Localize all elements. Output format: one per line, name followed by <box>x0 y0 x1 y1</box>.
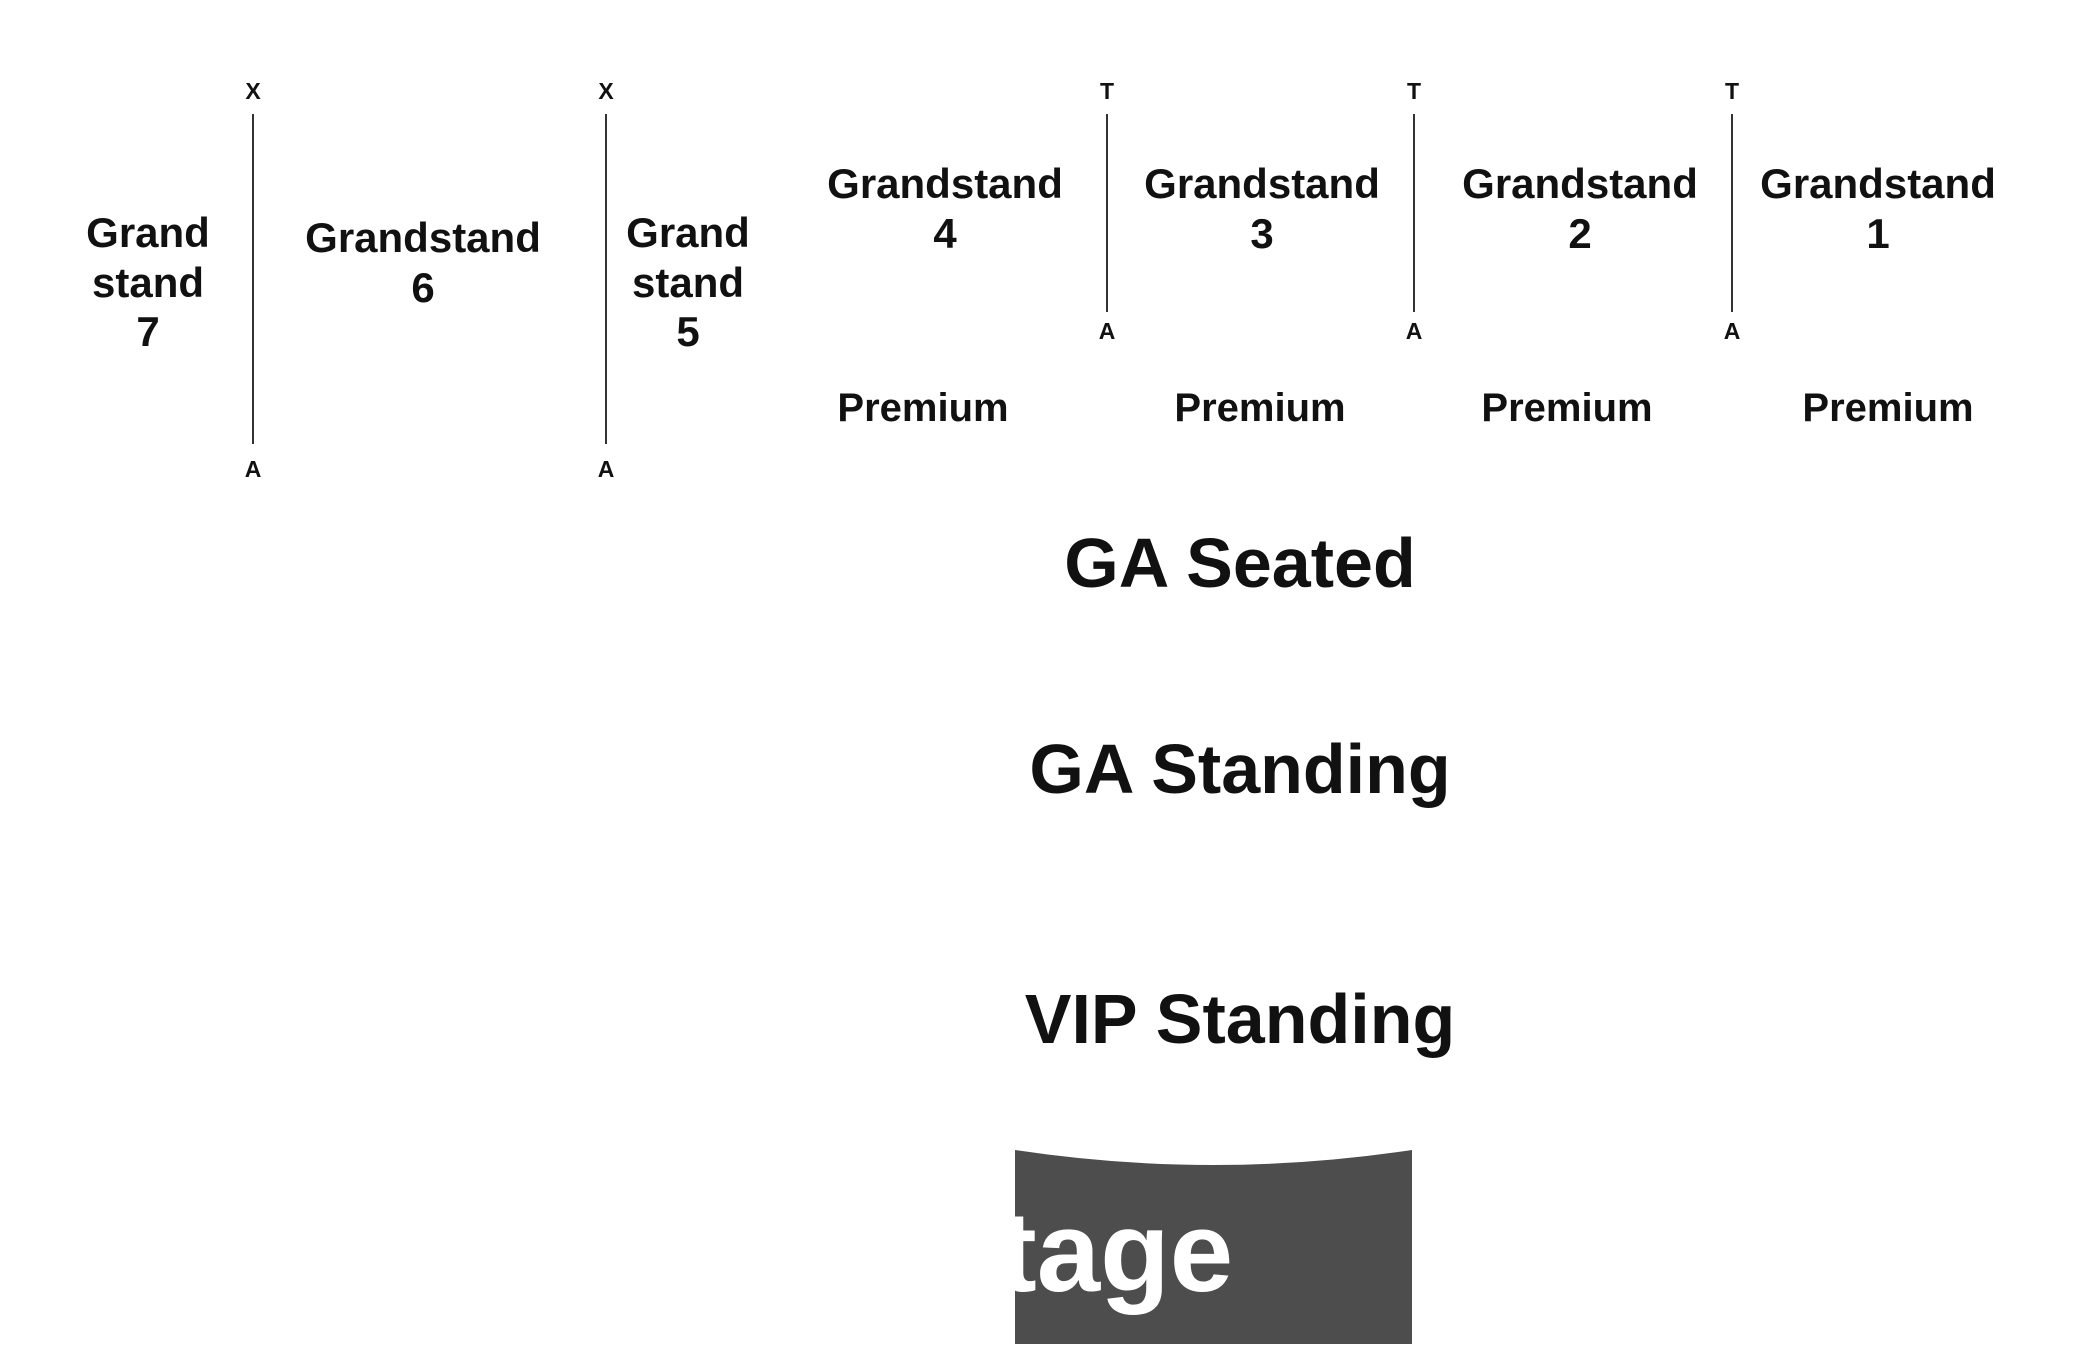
row-marker-bottom: A <box>1098 318 1116 344</box>
section-number: 3 <box>1250 209 1274 257</box>
section-divider <box>1106 114 1108 312</box>
section-label-line: Grand <box>86 209 210 256</box>
section-label-line: Grandstand <box>1462 160 1698 207</box>
section-ga-seated[interactable]: GA Seated <box>1064 524 1416 602</box>
section-label-line: Grand <box>626 209 750 256</box>
section-number: 1 <box>1866 209 1890 257</box>
row-marker-top: T <box>1406 78 1422 104</box>
section-number: 7 <box>136 308 160 356</box>
section-label-line: Grandstand <box>827 160 1063 207</box>
section-number: 2 <box>1568 209 1592 257</box>
section-divider <box>1413 114 1415 312</box>
section-ga-standing[interactable]: GA Standing <box>1029 730 1451 808</box>
section-vip-standing[interactable]: VIP Standing <box>1024 980 1456 1058</box>
section-divider <box>605 114 607 444</box>
row-marker-top: X <box>245 78 261 104</box>
section-label-line: Grandstand <box>305 214 541 261</box>
section-label-line: stand <box>91 258 204 306</box>
section-label-line: stand <box>631 258 744 306</box>
section-grandstand-4[interactable]: Grandstand 4 <box>827 159 1063 258</box>
section-premium-2[interactable]: Premium <box>1481 386 1653 430</box>
section-premium-3[interactable]: Premium <box>1174 386 1346 430</box>
section-grandstand-3[interactable]: Grandstand 3 <box>1144 159 1380 258</box>
section-premium-1[interactable]: Premium <box>1802 386 1974 430</box>
section-divider <box>1731 114 1733 312</box>
row-marker-top: X <box>598 78 614 104</box>
section-premium-4[interactable]: Premium <box>837 386 1009 430</box>
section-grandstand-2[interactable]: Grandstand 2 <box>1462 159 1698 258</box>
row-marker-top: T <box>1724 78 1740 104</box>
row-marker-bottom: A <box>1723 318 1741 344</box>
section-grandstand-1[interactable]: Grandstand 1 <box>1760 159 1996 258</box>
section-grandstand-7[interactable]: Grand stand 7 <box>86 208 210 357</box>
row-marker-bottom: A <box>597 456 615 482</box>
section-label-line: Grandstand <box>1144 160 1380 207</box>
section-number: 6 <box>411 263 435 311</box>
row-marker-top: T <box>1099 78 1115 104</box>
section-grandstand-6[interactable]: Grandstand 6 <box>305 213 541 312</box>
row-marker-bottom: A <box>1405 318 1423 344</box>
section-divider <box>252 114 254 444</box>
section-number: 4 <box>933 209 957 257</box>
section-grandstand-5[interactable]: Grand stand 5 <box>626 208 750 357</box>
row-marker-bottom: A <box>244 456 262 482</box>
section-label-line: Grandstand <box>1760 160 1996 207</box>
stage-label[interactable]: Stage <box>922 1189 1234 1316</box>
section-number: 5 <box>676 308 700 356</box>
